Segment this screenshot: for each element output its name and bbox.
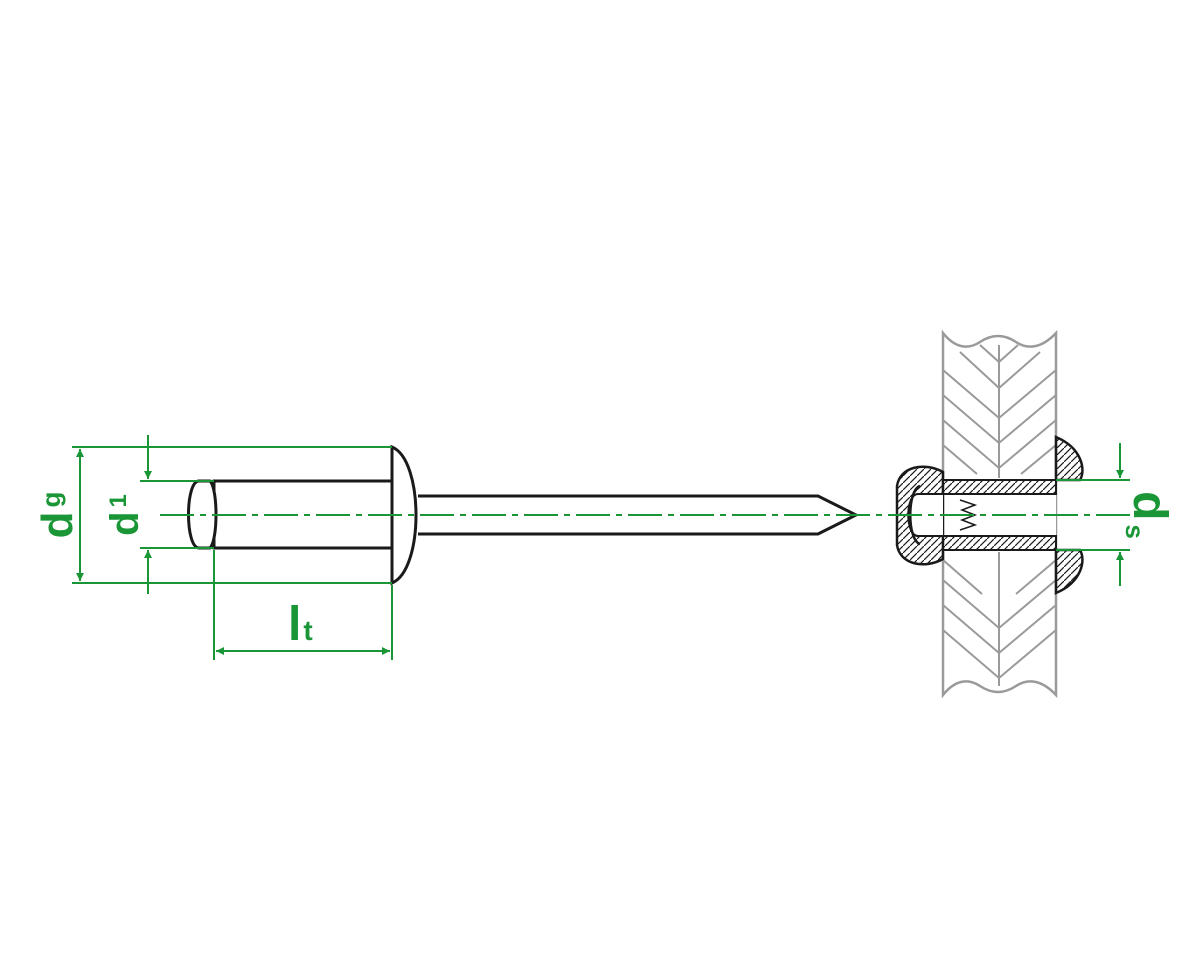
sleeve-section-top bbox=[942, 479, 1057, 495]
rivet-dome-head bbox=[390, 444, 418, 586]
d1-label: d1 bbox=[103, 494, 147, 536]
dimension-dg bbox=[72, 446, 392, 584]
mandrel-break-line bbox=[959, 499, 978, 531]
sleeve-section-bottom bbox=[942, 535, 1057, 551]
lt-label: lt bbox=[288, 598, 313, 651]
ds-label: ds bbox=[1120, 491, 1176, 539]
flange-head-bottom bbox=[1054, 548, 1084, 595]
plate-hatching bbox=[942, 344, 1057, 680]
dg-label: dg bbox=[33, 492, 82, 539]
dimension-d1 bbox=[140, 435, 214, 594]
dimension-ds bbox=[1056, 443, 1130, 586]
flange-head-top bbox=[1054, 435, 1084, 482]
dimension-lt bbox=[213, 550, 393, 660]
